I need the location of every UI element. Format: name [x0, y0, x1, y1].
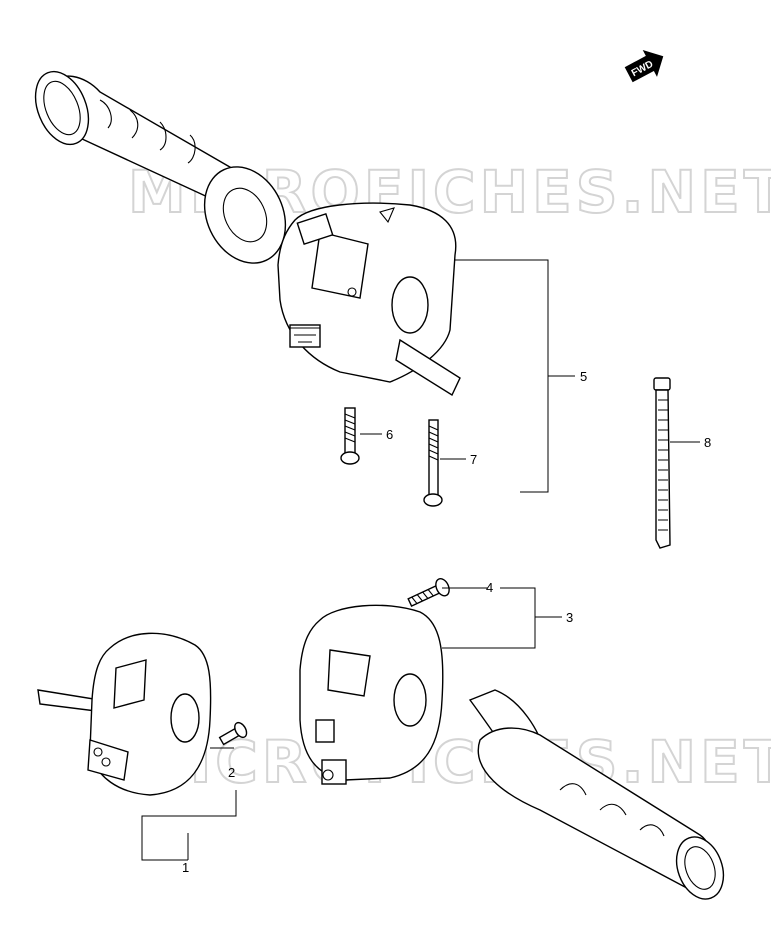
right-handlebar-grip — [468, 689, 725, 900]
left-handlebar-grip — [34, 70, 287, 264]
callout-4: 4 — [486, 580, 493, 595]
screw-2 — [218, 721, 248, 746]
callout-5: 5 — [580, 369, 587, 384]
screw-4 — [407, 577, 450, 608]
right-switch-housing — [299, 604, 444, 785]
left-switch-housing — [37, 632, 212, 796]
fwd-arrow-icon: FWD — [624, 49, 664, 83]
screw-6 — [340, 407, 360, 465]
callout-8: 8 — [704, 435, 711, 450]
callout-7: 7 — [470, 452, 477, 467]
cable-tie-8 — [653, 377, 671, 549]
callout-3: 3 — [566, 610, 573, 625]
right-handlebar-switch-assembly — [277, 202, 461, 397]
callout-6: 6 — [386, 427, 393, 442]
callout-2: 2 — [228, 765, 235, 780]
leader-lines — [141, 259, 700, 861]
callout-1: 1 — [182, 860, 189, 875]
screw-7 — [423, 419, 443, 507]
